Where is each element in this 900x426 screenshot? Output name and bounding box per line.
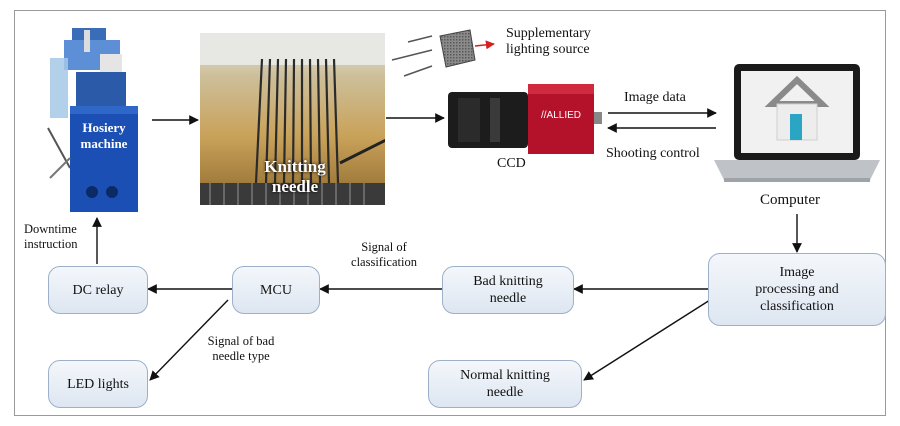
shooting-control-label: Shooting control: [606, 146, 700, 161]
diagram-frame: [14, 10, 886, 416]
supplementary-lighting-label: Supplementary lighting source: [506, 26, 591, 57]
mcu-box: MCU: [232, 266, 320, 314]
dc-relay-box: DC relay: [48, 266, 148, 314]
bad-knitting-needle-text: Bad knitting needle: [473, 274, 543, 306]
hosiery-machine-label: Hosiery machine: [80, 120, 128, 151]
signal-bad-needle-type-label: Signal of bad needle type: [207, 334, 275, 363]
normal-knitting-needle-box: Normal knitting needle: [428, 360, 582, 408]
downtime-instruction-label: Downtime instruction: [24, 222, 78, 251]
hosiery-machine-image: Hosiery machine: [40, 28, 150, 214]
led-lights-box: LED lights: [48, 360, 148, 408]
led-lights-text: LED lights: [67, 376, 129, 392]
signal-classification-label: Signal of classification: [351, 240, 417, 269]
camera-brand-text: //ALLIED: [540, 110, 582, 121]
image-processing-text: Image processing and classification: [755, 265, 839, 314]
normal-knitting-needle-text: Normal knitting needle: [460, 368, 550, 400]
bad-knitting-needle-box: Bad knitting needle: [442, 266, 574, 314]
image-data-label: Image data: [624, 90, 686, 105]
image-processing-box: Image processing and classification: [708, 253, 886, 326]
computer-label: Computer: [760, 192, 820, 208]
mcu-text: MCU: [260, 282, 292, 298]
dc-relay-text: DC relay: [72, 282, 124, 298]
ccd-label: CCD: [497, 156, 526, 171]
knitting-needle-label: Knitting needle: [264, 157, 326, 196]
knitting-needle-image: Knitting needle: [200, 33, 385, 205]
